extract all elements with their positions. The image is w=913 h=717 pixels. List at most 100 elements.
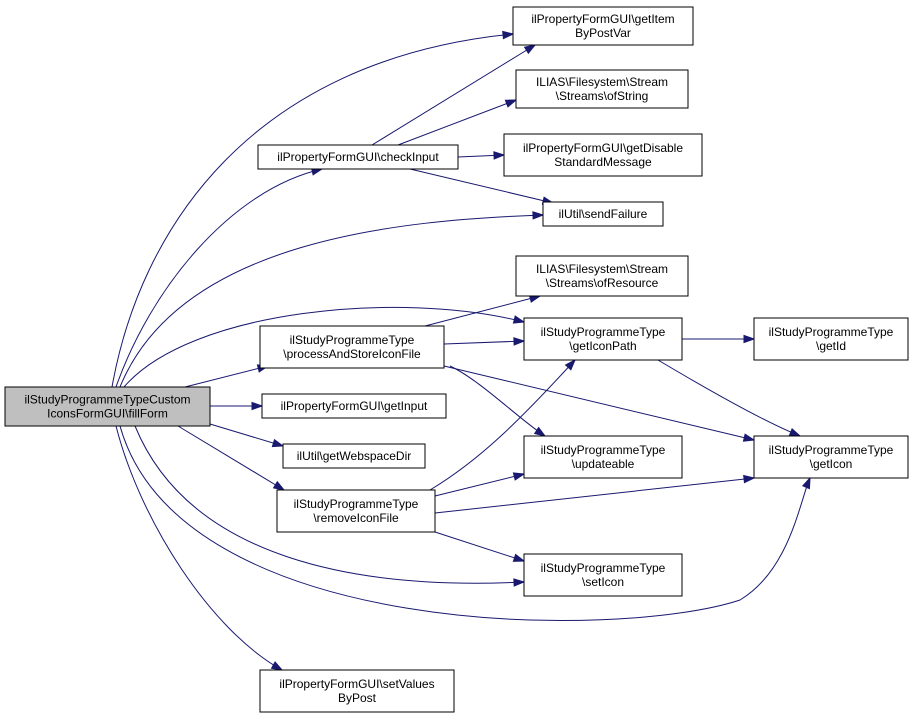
node-seticon-label-line-2: \setIcon xyxy=(582,575,624,589)
node-setvaluesbypost-label-line-2: ByPost xyxy=(338,691,377,705)
node-fillform-box xyxy=(4,386,211,427)
node-sendfailure[interactable]: ilUtil\sendFailure xyxy=(542,201,664,227)
edge-fillform-to-getwebspacedir-arrowhead xyxy=(271,438,285,448)
edge-fillform-to-geticon xyxy=(119,425,811,621)
nodes-layer: ilStudyProgrammeTypeCustomIconsFormGUI\f… xyxy=(4,6,909,713)
node-geticonpath[interactable]: ilStudyProgrammeType\getIconPath xyxy=(523,317,683,361)
node-updateable[interactable]: ilStudyProgrammeType\updateable xyxy=(523,435,683,479)
node-seticon-box xyxy=(523,553,683,597)
edge-fillform-to-geticonpath-arrowhead xyxy=(512,315,526,324)
node-geticon-label-line-1: ilStudyProgrammeType xyxy=(769,443,894,457)
edge-fillform-to-processandstore xyxy=(184,365,269,388)
edge-removeiconfile-to-geticon-arrowhead xyxy=(743,474,756,484)
node-sendfailure-box xyxy=(542,201,664,227)
node-getwebspacedir-label-line-1: ilUtil\getWebspaceDir xyxy=(297,449,412,463)
node-getid-box xyxy=(753,317,909,361)
edge-fillform-to-setvaluesbypost-arrowhead xyxy=(270,661,284,671)
edge-removeiconfile-to-geticonpath xyxy=(429,359,576,491)
node-processandstore[interactable]: ilStudyProgrammeType\processAndStoreIcon… xyxy=(259,325,445,369)
node-streams_ofresource[interactable]: ILIAS\Filesystem\Stream\Streams\ofResour… xyxy=(515,255,689,297)
edge-fillform-to-getitembypostvar-arrowhead xyxy=(502,30,515,40)
edge-geticonpath-to-getid-arrowhead xyxy=(743,334,756,344)
node-streams_ofstring-box xyxy=(515,69,689,109)
edge-removeiconfile-to-seticon xyxy=(434,531,525,562)
node-updateable-box xyxy=(523,435,683,479)
edge-fillform-to-getitembypostvar xyxy=(111,33,514,388)
edge-geticonpath-to-geticon xyxy=(657,359,801,437)
edge-processandstore-to-geticon xyxy=(443,365,755,441)
node-getitembypostvar-label-line-2: ByPostVar xyxy=(575,26,631,40)
edge-fillform-to-removeiconfile xyxy=(177,425,285,491)
node-getid[interactable]: ilStudyProgrammeType\getId xyxy=(753,317,909,361)
node-checkinput[interactable]: ilPropertyFormGUI\checkInput xyxy=(257,144,459,170)
node-geticonpath-box xyxy=(523,317,683,361)
node-streams_ofresource-label-line-1: ILIAS\Filesystem\Stream xyxy=(536,262,668,276)
node-getdisablestdmsg-box xyxy=(503,133,703,177)
edge-processandstore-to-updateable-arrowhead xyxy=(533,426,547,437)
edge-checkinput-to-getitembypostvar-arrowhead xyxy=(523,44,537,55)
edge-checkinput-to-sendfailure xyxy=(409,168,554,204)
node-seticon[interactable]: ilStudyProgrammeType\setIcon xyxy=(523,553,683,597)
node-geticon-label-line-2: \getIcon xyxy=(810,457,853,471)
edge-checkinput-to-streams_ofstring-arrowhead xyxy=(504,99,518,108)
node-updateable-label-line-1: ilStudyProgrammeType xyxy=(541,443,666,457)
node-getid-label-line-2: \getId xyxy=(816,339,846,353)
node-getinput-box xyxy=(261,393,447,419)
node-getwebspacedir[interactable]: ilUtil\getWebspaceDir xyxy=(282,443,426,469)
node-checkinput-box xyxy=(257,144,459,170)
node-setvaluesbypost-label-line-1: ilPropertyFormGUI\setValues xyxy=(279,677,434,691)
node-fillform[interactable]: ilStudyProgrammeTypeCustomIconsFormGUI\f… xyxy=(4,386,211,427)
edge-processandstore-to-updateable xyxy=(449,365,546,437)
edge-fillform-to-seticon xyxy=(134,425,525,584)
node-getdisablestdmsg-label-line-2: StandardMessage xyxy=(554,155,652,169)
node-getinput-label-line-1: ilPropertyFormGUI\getInput xyxy=(281,399,428,413)
edge-processandstore-to-geticonpath-arrowhead xyxy=(513,337,526,346)
node-checkinput-label-line-1: ilPropertyFormGUI\checkInput xyxy=(277,150,439,164)
node-removeiconfile-label-line-2: \removeIconFile xyxy=(313,511,399,525)
edge-fillform-to-removeiconfile-arrowhead xyxy=(272,480,286,491)
node-processandstore-label-line-1: ilStudyProgrammeType xyxy=(290,333,415,347)
node-removeiconfile[interactable]: ilStudyProgrammeType\removeIconFile xyxy=(276,489,436,533)
node-geticon-box xyxy=(753,435,909,479)
node-setvaluesbypost-box xyxy=(259,669,455,713)
node-streams_ofstring-label-line-1: ILIAS\Filesystem\Stream xyxy=(536,75,668,89)
node-streams_ofresource-label-line-2: \Streams\ofResource xyxy=(546,276,659,290)
node-getinput[interactable]: ilPropertyFormGUI\getInput xyxy=(261,393,447,419)
edge-removeiconfile-to-updateable-arrowhead xyxy=(512,472,526,481)
node-removeiconfile-label-line-1: ilStudyProgrammeType xyxy=(294,497,419,511)
node-getitembypostvar-box xyxy=(512,6,694,46)
node-getid-label-line-1: ilStudyProgrammeType xyxy=(769,325,894,339)
edge-fillform-to-setvaluesbypost xyxy=(115,425,283,671)
edge-checkinput-to-getitembypostvar xyxy=(371,44,536,146)
node-geticon[interactable]: ilStudyProgrammeType\getIcon xyxy=(753,435,909,479)
node-getitembypostvar-label-line-1: ilPropertyFormGUI\getItem xyxy=(531,12,674,26)
node-getwebspacedir-box xyxy=(282,443,426,469)
edge-fillform-to-seticon-arrowhead xyxy=(513,578,526,587)
node-processandstore-box xyxy=(259,325,445,369)
node-geticonpath-label-line-1: ilStudyProgrammeType xyxy=(541,325,666,339)
edge-checkinput-to-streams_ofstring xyxy=(397,99,517,146)
node-getdisablestdmsg[interactable]: ilPropertyFormGUI\getDisableStandardMess… xyxy=(503,133,703,177)
node-seticon-label-line-1: ilStudyProgrammeType xyxy=(541,561,666,575)
node-streams_ofstring-label-line-2: \Streams\ofString xyxy=(556,89,649,103)
edge-fillform-to-sendfailure xyxy=(119,214,544,388)
node-processandstore-label-line-2: \processAndStoreIconFile xyxy=(283,347,421,361)
edge-removeiconfile-to-geticon xyxy=(434,477,755,514)
node-streams_ofstring[interactable]: ILIAS\Filesystem\Stream\Streams\ofString xyxy=(515,69,689,109)
edge-fillform-to-getwebspacedir xyxy=(209,423,284,447)
node-removeiconfile-box xyxy=(276,489,436,533)
node-geticonpath-label-line-2: \getIconPath xyxy=(569,339,636,353)
edge-fillform-to-geticon-arrowhead xyxy=(801,476,811,490)
edge-checkinput-to-getdisablestdmsg-arrowhead xyxy=(493,151,506,160)
edge-removeiconfile-to-updateable xyxy=(434,473,525,497)
edge-removeiconfile-to-seticon-arrowhead xyxy=(512,553,526,562)
edge-fillform-to-sendfailure-arrowhead xyxy=(532,211,545,220)
edge-removeiconfile-to-geticonpath-arrowhead xyxy=(564,358,576,371)
node-fillform-label-line-1: ilStudyProgrammeTypeCustom xyxy=(24,393,190,407)
edge-processandstore-to-geticonpath xyxy=(443,340,525,345)
edge-processandstore-to-streams_ofresource xyxy=(424,295,541,327)
edges-layer xyxy=(111,30,811,671)
